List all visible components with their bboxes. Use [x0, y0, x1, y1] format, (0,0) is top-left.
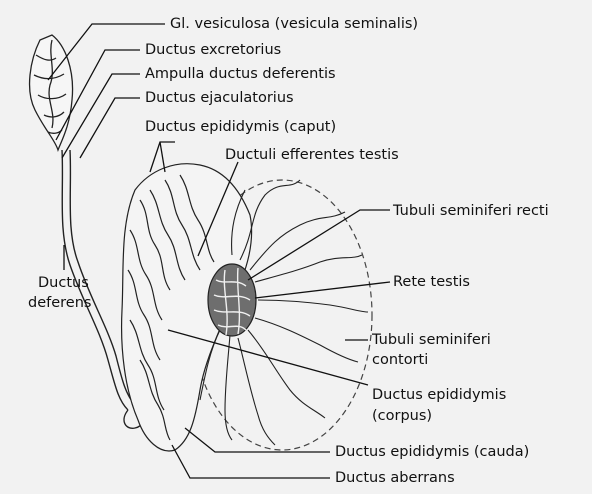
label-epididymis-cauda: Ductus epididymis (cauda) — [335, 444, 530, 460]
label-epididymis-corpus-line1: Ductus epididymis — [372, 387, 507, 403]
label-tubuli-contorti-line2: contorti — [372, 352, 429, 368]
vesicula-seminalis — [28, 34, 74, 152]
label-tubuli-recti: Tubuli seminiferi recti — [393, 203, 549, 219]
label-ductus-aberrans: Ductus aberrans — [335, 470, 455, 486]
testis-outline — [191, 179, 373, 451]
label-epididymis-caput: Ductus epididymis (caput) — [145, 119, 337, 135]
leader-caput — [149, 141, 175, 173]
label-ductus-deferens-line2: deferens — [28, 295, 92, 311]
leader-lines — [47, 23, 391, 479]
label-epididymis-corpus-line2: (corpus) — [372, 408, 433, 424]
label-ductus-ejaculatorius: Ductus ejaculatorius — [145, 90, 294, 106]
label-ampulla: Ampulla ductus deferentis — [145, 66, 336, 82]
label-ductus-excretorius: Ductus excretorius — [145, 42, 282, 58]
leader-rete — [254, 281, 391, 299]
label-ductuli-efferentes: Ductuli efferentes testis — [225, 147, 399, 163]
leader-cauda — [184, 427, 330, 453]
leader-ductuli — [197, 161, 239, 257]
leader-recti — [247, 209, 390, 281]
label-rete-testis: Rete testis — [393, 274, 470, 290]
epididymis — [121, 163, 253, 452]
tubuli-contorti — [199, 179, 369, 446]
leader-ampulla — [61, 73, 140, 159]
label-tubuli-contorti-line1: Tubuli seminiferi — [372, 332, 491, 348]
leader-ductus-ejaculatorius — [79, 97, 140, 159]
leader-gl-vesiculosa — [47, 23, 165, 81]
label-ductus-deferens-line1: Ductus — [38, 275, 89, 291]
leader-aberrans — [171, 444, 330, 479]
label-gl-vesiculosa: Gl. vesiculosa (vesicula seminalis) — [170, 16, 419, 32]
leader-ductus-excretorius — [55, 49, 140, 141]
rete-testis-network — [207, 263, 257, 337]
leader-corpus — [167, 329, 369, 386]
